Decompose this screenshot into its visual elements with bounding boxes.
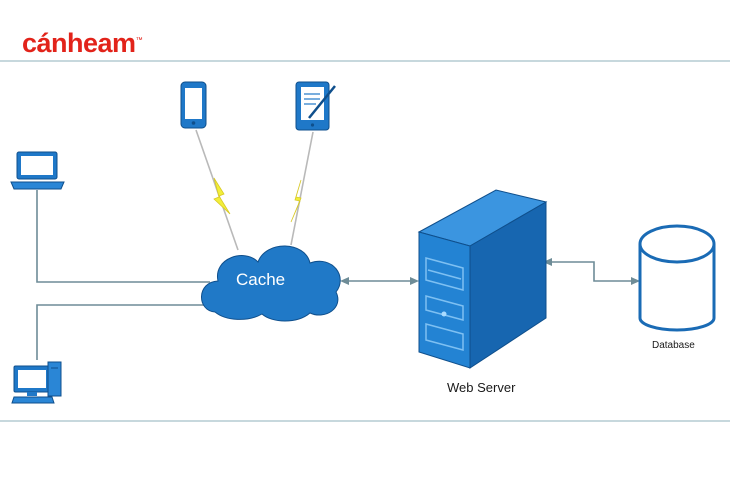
laptop-icon — [10, 151, 65, 190]
server-database-link — [546, 261, 636, 282]
server-tower-icon — [417, 189, 548, 369]
database-cylinder-icon — [638, 224, 716, 332]
desktop-computer-icon — [11, 361, 62, 404]
tablet-icon — [295, 81, 336, 131]
brand-logo: cánheam™ — [22, 28, 143, 58]
database-label: Database — [652, 340, 695, 351]
lightning-bolt-icon — [290, 179, 302, 223]
connections — [36, 129, 636, 360]
smartphone-icon — [180, 81, 207, 129]
cloud-icon — [201, 245, 341, 322]
arrowheads — [340, 258, 640, 285]
web-server-label: Web Server — [447, 380, 516, 395]
cache-label: Cache — [236, 270, 286, 289]
desktop-connection — [36, 304, 215, 360]
lightning-bolt-icon — [213, 177, 231, 215]
tablet-connection — [290, 131, 314, 246]
laptop-connection — [36, 190, 210, 283]
